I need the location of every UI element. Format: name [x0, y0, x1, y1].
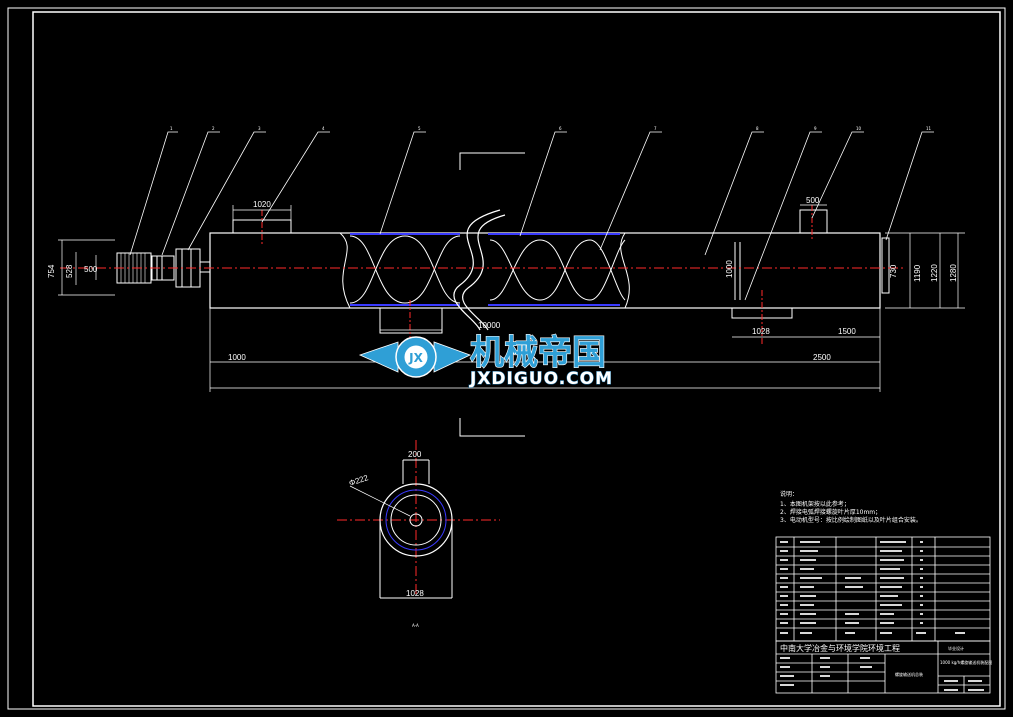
dim-1500: 1500: [838, 327, 856, 336]
part-no-5: 5: [418, 126, 421, 131]
part-no-8: 8: [756, 126, 759, 131]
part-no-1: 1: [170, 126, 173, 131]
top-outlet: [799, 209, 828, 234]
dimension-labels: 754 528 500 1020 500 1000 730 1190 1220 …: [47, 196, 958, 362]
trough-body: [209, 232, 881, 309]
dim-528: 528: [65, 264, 74, 278]
dim-1028: 1028: [752, 327, 770, 336]
bom-text-marks: [780, 541, 984, 691]
section-dim-phi: Φ222: [348, 473, 370, 488]
notes-title: 说明：: [780, 490, 798, 498]
part-number-labels: 1 2 3 4 5 6 7 8 9 10 11: [170, 126, 932, 131]
section-dim-1028: 1028: [406, 589, 424, 598]
part-no-9: 9: [814, 126, 817, 131]
dim-500-left: 500: [84, 265, 98, 274]
dim-754: 754: [47, 264, 56, 278]
dim-1220: 1220: [930, 264, 939, 282]
title-block-center: 螺旋输送机总装: [895, 671, 923, 677]
wing-left-icon: [358, 341, 399, 373]
part-no-10: 10: [856, 126, 862, 131]
dim-730: 730: [889, 264, 898, 278]
dim-1020: 1020: [253, 200, 271, 209]
section-shaft: [409, 513, 423, 527]
watermark-cn: 机械帝国: [470, 333, 606, 373]
dim-1190: 1190: [913, 264, 922, 282]
part-no-2: 2: [212, 126, 215, 131]
dim-1000-vert: 1000: [725, 260, 734, 278]
break-line: [453, 209, 501, 331]
part-no-6: 6: [559, 126, 562, 131]
watermark-badge: JX: [408, 351, 423, 365]
title-block-right-top: 毕业设计: [948, 645, 964, 651]
part-no-4: 4: [322, 126, 325, 131]
main-view: 1 2 3 4 5 6 7 8 9 10 11: [47, 126, 965, 437]
title-block: [775, 536, 991, 694]
section-arrow-bottom: [459, 418, 525, 437]
watermark: JX 机械帝国 JXDIGUO.COM: [358, 332, 613, 390]
part-no-11: 11: [926, 126, 932, 131]
section-view: 200 Φ222 1028 A-A: [337, 440, 500, 628]
notes-line-1: 1、本图机架按以此参考；: [780, 500, 850, 508]
inner-frame: [32, 11, 1001, 707]
wing-right-icon: [433, 341, 472, 373]
section-dim-200: 200: [408, 450, 422, 459]
dim-1280: 1280: [949, 264, 958, 282]
dim-1000-bottom: 1000: [228, 353, 246, 362]
end-plate: [881, 237, 890, 294]
outer-frame: [7, 7, 1006, 710]
watermark-en: JXDIGUO.COM: [469, 369, 613, 389]
section-arrow-top: [459, 152, 525, 170]
screw-flight-left: [349, 235, 461, 304]
part-no-7: 7: [654, 126, 657, 131]
screw-flight-right: [489, 239, 626, 301]
dim-2500: 2500: [813, 353, 831, 362]
technical-notes: 说明： 1、本图机架按以此参考； 2、焊接电弧焊接螺旋叶片厚10mm； 3、电动…: [780, 490, 922, 524]
notes-line-2: 2、焊接电弧焊接螺旋叶片厚10mm；: [780, 508, 881, 516]
notes-line-3: 3、电动机型号：按比例绘制图纸以及叶片组合安装。: [780, 516, 922, 524]
section-label: A-A: [412, 623, 419, 628]
dim-500-top: 500: [806, 196, 820, 205]
title-block-school: 中南大学冶金与环境学院环境工程: [780, 643, 900, 653]
dim-10000: 10000: [478, 321, 501, 330]
bottom-outlet-left: [379, 307, 443, 334]
part-no-3: 3: [258, 126, 261, 131]
title-block-drawing-name: 1000 kg/h螺旋输送机装配图: [940, 659, 992, 665]
